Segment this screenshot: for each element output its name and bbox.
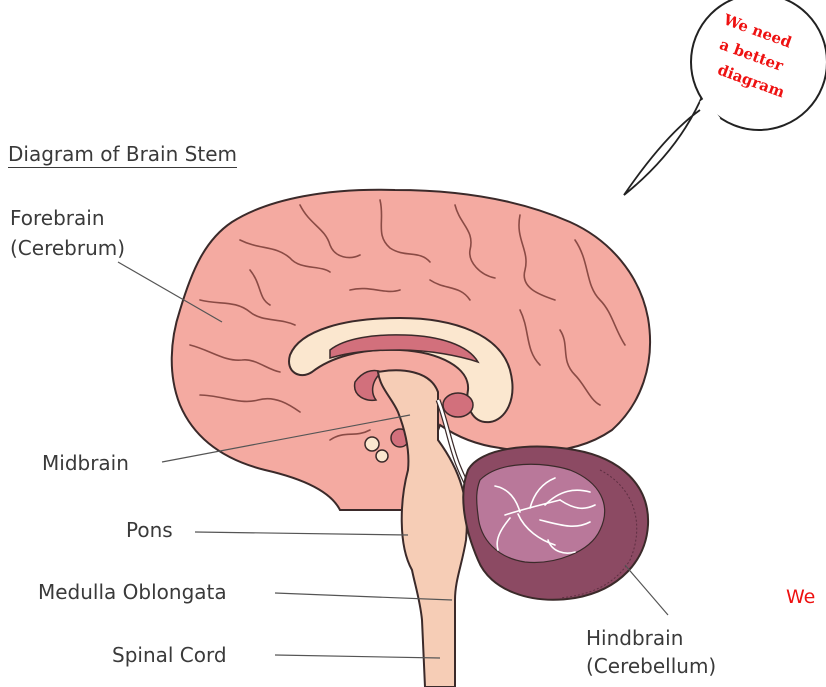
pineal-dot: [365, 437, 379, 451]
edge-annotation-text: We: [786, 586, 815, 608]
label-midbrain: Midbrain: [42, 451, 129, 475]
diagram-title: Diagram of Brain Stem: [8, 142, 237, 168]
label-pons: Pons: [126, 518, 173, 542]
label-cerebellum: (Cerebellum): [586, 654, 716, 678]
pituitary-dot: [376, 450, 388, 462]
speech-bubble: [624, 0, 826, 195]
label-spinal-cord: Spinal Cord: [112, 643, 227, 667]
cerebellum: [463, 447, 648, 600]
label-cerebrum: (Cerebrum): [10, 236, 125, 260]
label-forebrain: Forebrain: [10, 206, 105, 230]
label-hindbrain: Hindbrain: [586, 626, 683, 650]
label-medulla-oblongata: Medulla Oblongata: [38, 580, 227, 604]
thalamus: [443, 393, 473, 417]
